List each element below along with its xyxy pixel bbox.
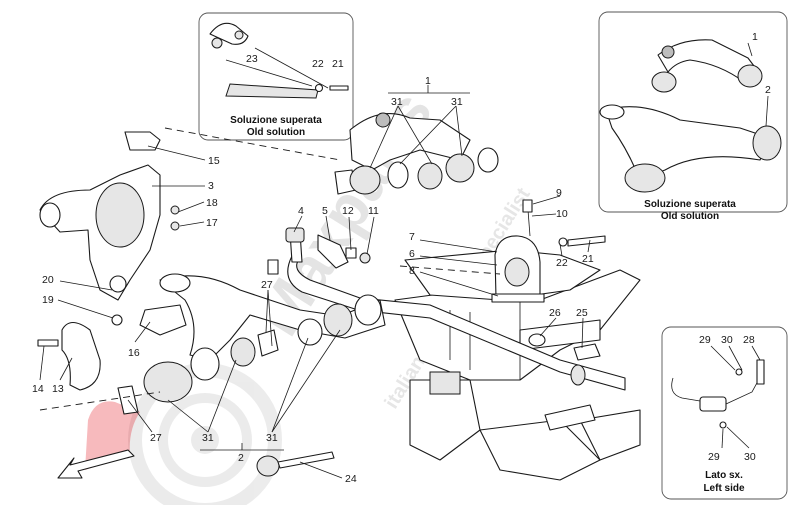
callout-10: 10	[556, 208, 568, 220]
callout-27-lower: 27	[150, 432, 162, 444]
callout-12: 12	[342, 205, 354, 217]
callout-4: 4	[298, 205, 304, 217]
callout-8: 8	[409, 265, 415, 277]
callout-21-top: 21	[332, 58, 344, 70]
callout-31-lower-right: 31	[266, 432, 278, 444]
callout-15: 15	[208, 155, 220, 167]
callout-31-top-left: 31	[391, 96, 403, 108]
inset-old-solution-top: 23 22 21 Soluzione superata Old solution	[198, 12, 354, 141]
caption-old-solution-en: Old solution	[247, 127, 305, 138]
caption-old-solution-right-it: Soluzione superata	[644, 199, 736, 210]
callout-23: 23	[246, 53, 258, 65]
callout-22-top: 22	[312, 58, 324, 70]
callout-13: 13	[52, 383, 64, 395]
caption-old-solution-it: Soluzione superata	[230, 115, 322, 126]
callout-labels: 1 31 31 15 3 18 17 4 5 12 11 7 6 8 9 10 …	[32, 75, 594, 485]
callout-17: 17	[206, 217, 218, 229]
anti-roll-bar	[287, 255, 626, 391]
callout-6: 6	[409, 248, 415, 260]
callout-25: 25	[576, 307, 588, 319]
callout-5: 5	[322, 205, 328, 217]
caption-left-side-en: Left side	[703, 483, 745, 494]
callout-14: 14	[32, 383, 44, 395]
callout-11: 11	[368, 205, 379, 217]
callout-30-lower: 30	[744, 451, 756, 463]
leader-lines	[39, 85, 591, 479]
callout-28: 28	[743, 334, 755, 346]
callout-30-upper: 30	[721, 334, 733, 346]
callout-29-upper: 29	[699, 334, 711, 346]
callout-31-top-right: 31	[451, 96, 463, 108]
front-direction-arrow	[57, 449, 135, 479]
callout-22: 22	[556, 257, 568, 269]
callout-26: 26	[549, 307, 561, 319]
lower-arm-old	[605, 106, 771, 181]
bar-clamp	[491, 199, 606, 303]
caption-left-side-it: Lato sx.	[705, 470, 743, 481]
subframe	[394, 249, 641, 481]
callout-29-lower: 29	[708, 451, 720, 463]
callout-24: 24	[345, 473, 357, 485]
inset-old-solution-right: 1 2 Soluzione superata Old solution	[598, 11, 788, 222]
callout-19: 19	[42, 294, 54, 306]
callout-7: 7	[409, 231, 415, 243]
callout-18: 18	[206, 197, 218, 209]
callout-9: 9	[556, 187, 562, 199]
long-bolt	[256, 451, 335, 477]
callout-27-upper: 27	[261, 279, 273, 291]
callout-16: 16	[128, 347, 140, 359]
callout-21: 21	[582, 253, 594, 265]
callout-1: 1	[425, 75, 431, 87]
callout-2-old: 2	[765, 84, 771, 96]
upper-arm-old	[657, 39, 761, 83]
lower-arm	[143, 273, 386, 403]
height-sensor	[699, 396, 727, 412]
callout-1-old: 1	[752, 31, 758, 43]
callout-3: 3	[208, 180, 214, 192]
callout-20: 20	[42, 274, 54, 286]
inset-left-side: 29 30 28 29 30 Lato sx. Left side	[661, 326, 788, 500]
callout-31-lower-left: 31	[202, 432, 214, 444]
caption-old-solution-right-en: Old solution	[661, 211, 719, 222]
upper-arm	[334, 112, 499, 195]
brake-shield	[61, 321, 101, 391]
ball-joint	[139, 304, 187, 336]
callout-2: 2	[238, 452, 244, 464]
hub-carrier	[39, 131, 180, 326]
